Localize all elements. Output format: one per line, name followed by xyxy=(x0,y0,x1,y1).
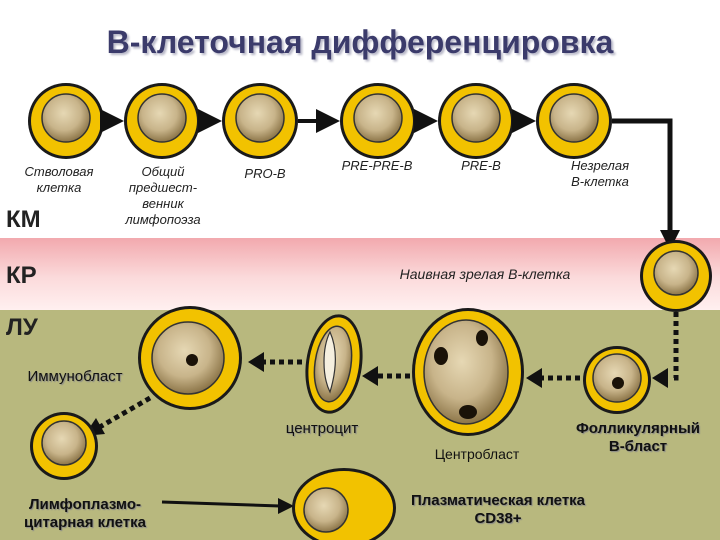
centroblast-label: Центробласт xyxy=(434,446,520,462)
stem-cell-label-line2: клетка xyxy=(36,180,82,195)
plasma-cell xyxy=(292,468,396,540)
arrow-to-naive xyxy=(612,118,680,250)
plasma-label-line1: Плазматическая клетка xyxy=(410,492,586,509)
stem-cell-label: Стволовая клетка xyxy=(4,164,114,196)
lymphoplasmo-label-line2: цитарная клетка xyxy=(24,514,146,531)
common-progenitor-line1: Общий xyxy=(141,164,185,179)
page-title: В-клеточная дифференцировка xyxy=(106,24,614,60)
zone-label-km: КМ xyxy=(6,206,41,233)
arrow-to-centroblast xyxy=(526,368,580,388)
common-progenitor-line4: лимфопоэза xyxy=(125,212,201,227)
stem-cell xyxy=(28,83,104,159)
naive-b-label: Наивная зрелая В-клетка xyxy=(399,266,571,282)
plasma-label-line2: CD38+ xyxy=(474,510,522,527)
centrocyte-cell xyxy=(305,314,363,414)
immature-b-label-line2: В-клетка xyxy=(571,174,629,189)
arrow-to-immunoblast xyxy=(248,352,302,372)
common-progenitor-line2: предшест- xyxy=(128,180,198,195)
centrocyte-label: центроцит xyxy=(285,420,359,437)
zone-label-lu: ЛУ xyxy=(6,314,38,341)
stem-cell-label-line1: Стволовая xyxy=(24,164,94,179)
centroblast-cell xyxy=(412,308,524,436)
pre-b-label: PRE-B xyxy=(461,158,501,173)
immature-b-label: Незрелая В-клетка xyxy=(550,158,650,190)
pre-pre-b-label: PRE-PRE-B xyxy=(341,158,413,173)
follicular-label-line2: В-бласт xyxy=(608,438,668,455)
arrow-to-centrocyte xyxy=(362,366,410,386)
arrow-to-follicular xyxy=(652,312,679,388)
lymphoplasmo-label: Лимфоплазмо- цитарная клетка xyxy=(2,496,168,532)
pre-pre-b-cell xyxy=(340,83,416,159)
common-progenitor-line3: венник xyxy=(142,196,184,211)
pre-b-cell xyxy=(438,83,514,159)
lymphoplasmo-label-line1: Лимфоплазмо- xyxy=(29,496,141,513)
common-progenitor-cell xyxy=(124,83,200,159)
pro-b-label: PRO-B xyxy=(244,166,286,181)
pro-b-cell xyxy=(222,83,298,159)
plasma-cell-label: Плазматическая клетка CD38+ xyxy=(390,492,606,528)
immunoblast-label: Иммунобласт xyxy=(27,368,123,385)
lymphoplasmocytoid-cell xyxy=(30,412,98,480)
common-progenitor-label: Общий предшест- венник лимфопоэза xyxy=(108,164,218,228)
follicular-b-blast-cell xyxy=(583,346,651,414)
immunoblast-cell xyxy=(138,306,242,410)
follicular-label-line1: Фолликулярный xyxy=(575,420,701,437)
band-blood xyxy=(0,238,720,310)
zone-label-kr: КР xyxy=(6,262,37,289)
arrow-to-plasma-cell xyxy=(161,498,294,514)
immature-b-cell xyxy=(536,83,612,159)
follicular-b-blast-label: Фолликулярный В-бласт xyxy=(556,420,720,456)
immature-b-label-line1: Незрелая xyxy=(570,158,630,173)
naive-b-cell xyxy=(640,240,712,312)
